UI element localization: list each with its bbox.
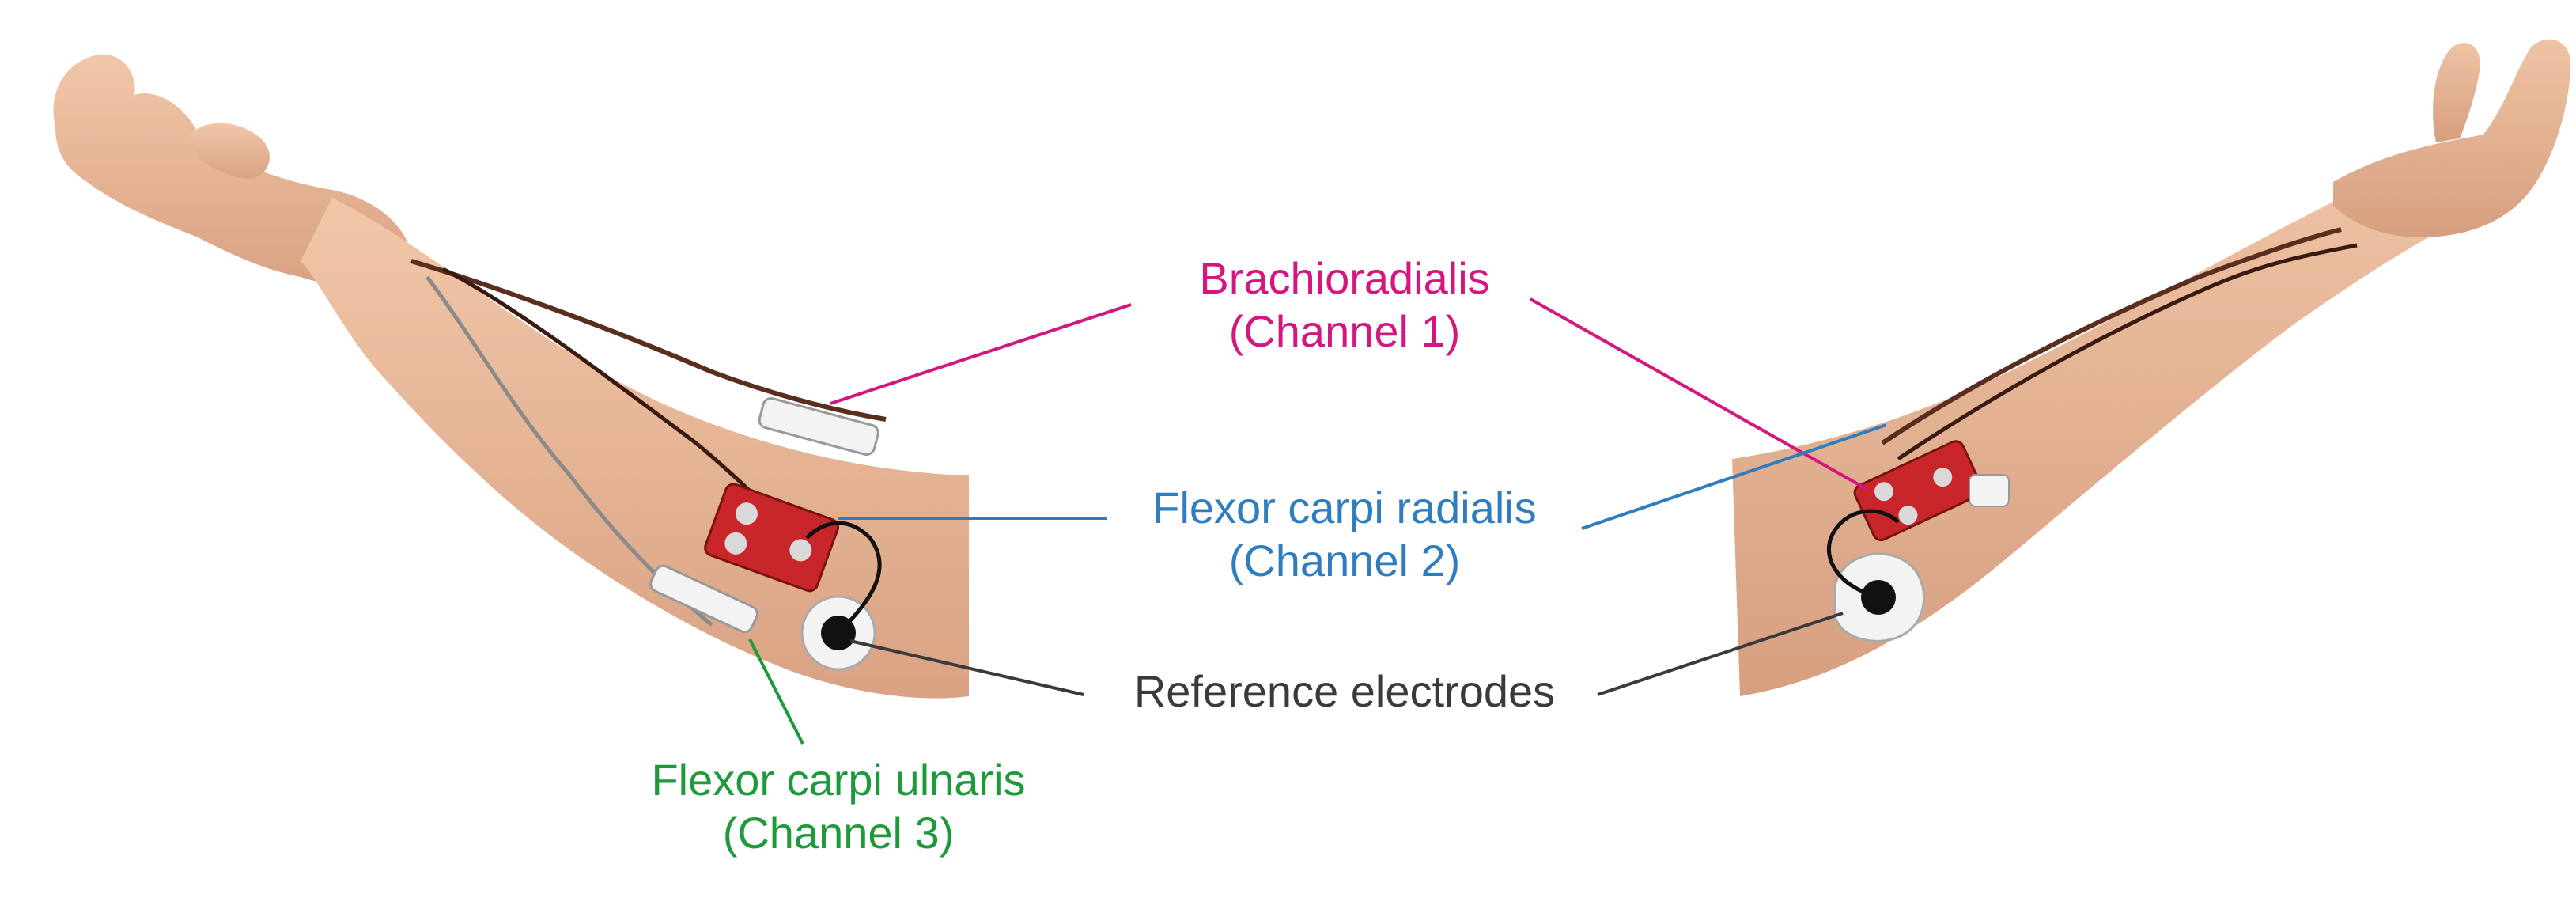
leader-reference-left — [849, 639, 1084, 696]
leader-brachioradialis-left — [830, 303, 1132, 405]
fcu-channel: (Channel 3) — [722, 808, 955, 858]
left-reference-wire — [805, 521, 882, 635]
brachioradialis-channel: (Channel 1) — [1228, 306, 1461, 357]
right-hand — [2333, 39, 2570, 237]
fcr-channel: (Channel 2) — [1228, 536, 1461, 586]
right-wire-bundle-1 — [1881, 227, 2342, 445]
left-forearm — [53, 54, 969, 699]
leader-fcr-right — [1581, 423, 1887, 530]
leader-reference-right — [1597, 612, 1844, 696]
right-reference-wire — [1826, 509, 1900, 600]
reference-name: Reference electrodes — [1133, 666, 1556, 716]
fcu-name: Flexor carpi ulnaris — [651, 755, 1026, 805]
label-brachioradialis: Brachioradialis (Channel 1) — [1052, 252, 1637, 358]
leader-fcu — [748, 638, 804, 745]
right-arm-body — [1732, 158, 2491, 696]
right-forearm — [1732, 39, 2570, 696]
label-flexor-carpi-radialis: Flexor carpi radialis (Channel 2) — [1076, 481, 1613, 587]
left-electrode-ch1 — [758, 397, 879, 457]
label-reference-electrodes: Reference electrodes — [1076, 665, 1613, 718]
right-electrode-pad — [1969, 474, 2010, 507]
left-sensor-board-ch2 — [704, 483, 839, 593]
leader-brachioradialis-right — [1530, 297, 1867, 491]
left-thumb — [190, 123, 270, 179]
right-wire-bundle-2 — [1897, 243, 2358, 461]
left-electrode-ch3 — [649, 564, 758, 634]
brachioradialis-name: Brachioradialis — [1199, 253, 1490, 303]
left-wire-bundle-1 — [410, 259, 887, 422]
right-fingers — [2433, 43, 2480, 142]
fcr-name: Flexor carpi radialis — [1152, 483, 1537, 532]
label-flexor-carpi-ulnaris: Flexor carpi ulnaris (Channel 3) — [569, 753, 1107, 859]
